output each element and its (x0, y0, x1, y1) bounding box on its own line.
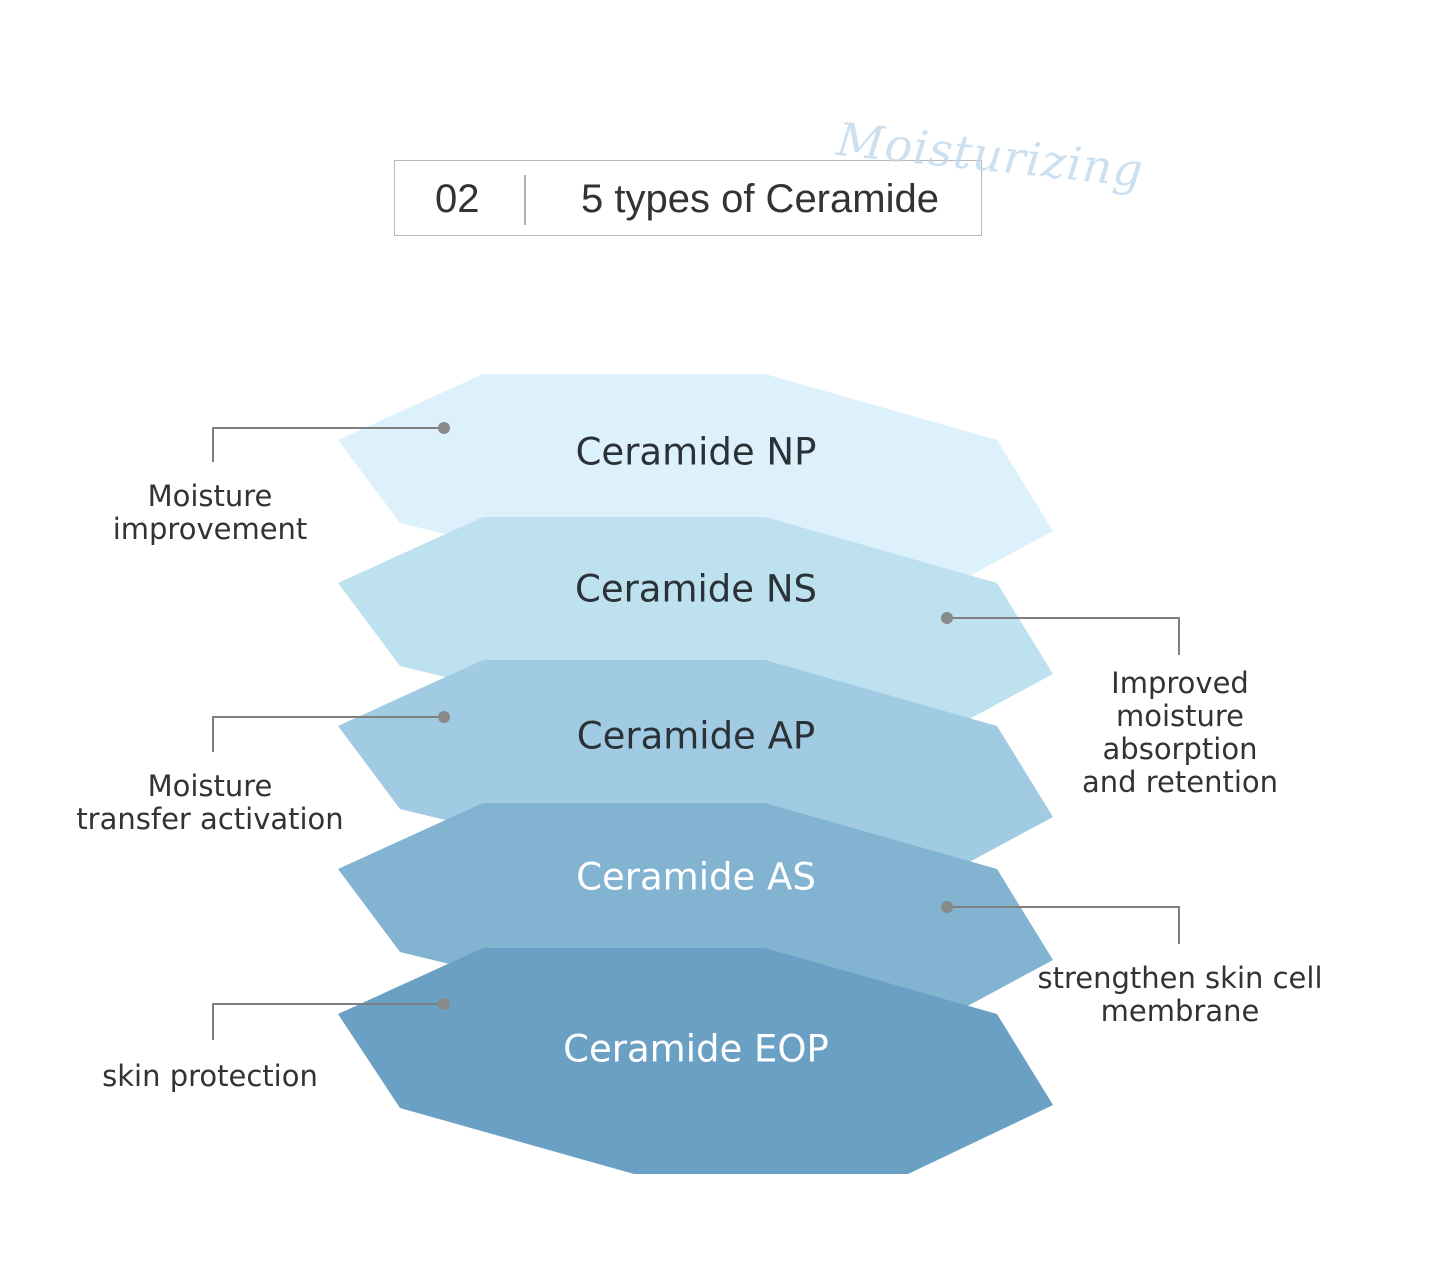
ceramide-layer-label: Ceramide NS (575, 568, 817, 611)
annotation-moisture-improvement: Moisture improvement (70, 480, 350, 546)
ceramide-layer-label: Ceramide AP (577, 715, 815, 758)
connector-moisture-improvement (212, 427, 444, 462)
connector-dot (941, 901, 953, 913)
connector-skin-protection (212, 1003, 444, 1040)
connector-dot (941, 612, 953, 624)
title-number: 02 (435, 177, 480, 221)
connector-dot (438, 422, 450, 434)
title-divider (524, 175, 526, 225)
ceramide-layer-label: Ceramide AS (576, 856, 816, 899)
annotation-improved-absorption: Improved moisture absorption and retenti… (1040, 667, 1320, 799)
annotation-line: skin protection (102, 1059, 318, 1093)
annotation-line: Moisture (147, 479, 273, 513)
annotation-line: Improved (1111, 666, 1249, 700)
annotation-line: membrane (1100, 994, 1260, 1028)
title-text: 5 types of Ceramide (581, 177, 939, 221)
connector-dot (438, 998, 450, 1010)
annotation-strengthen-membrane: strengthen skin cell membrane (1025, 962, 1335, 1028)
connector-improved-absorption (947, 617, 1180, 655)
ceramide-layer (338, 948, 1053, 1174)
annotation-line: absorption (1102, 732, 1258, 766)
connector-dot (438, 711, 450, 723)
ceramide-layer-label: Ceramide EOP (563, 1028, 829, 1071)
annotation-line: moisture (1115, 699, 1245, 733)
connector-strengthen-membrane (947, 906, 1180, 944)
annotation-line: strengthen skin cell (1037, 961, 1323, 995)
connector-moisture-transfer (212, 716, 444, 752)
ceramide-layer-label: Ceramide NP (576, 431, 817, 474)
annotation-line: improvement (112, 512, 308, 546)
annotation-line: transfer activation (76, 802, 344, 836)
annotation-skin-protection: skin protection (60, 1060, 360, 1093)
annotation-line: Moisture (147, 769, 273, 803)
annotation-moisture-transfer: Moisture transfer activation (50, 770, 370, 836)
title-box: 02 5 types of Ceramide (394, 160, 982, 236)
annotation-line: and retention (1081, 765, 1279, 799)
